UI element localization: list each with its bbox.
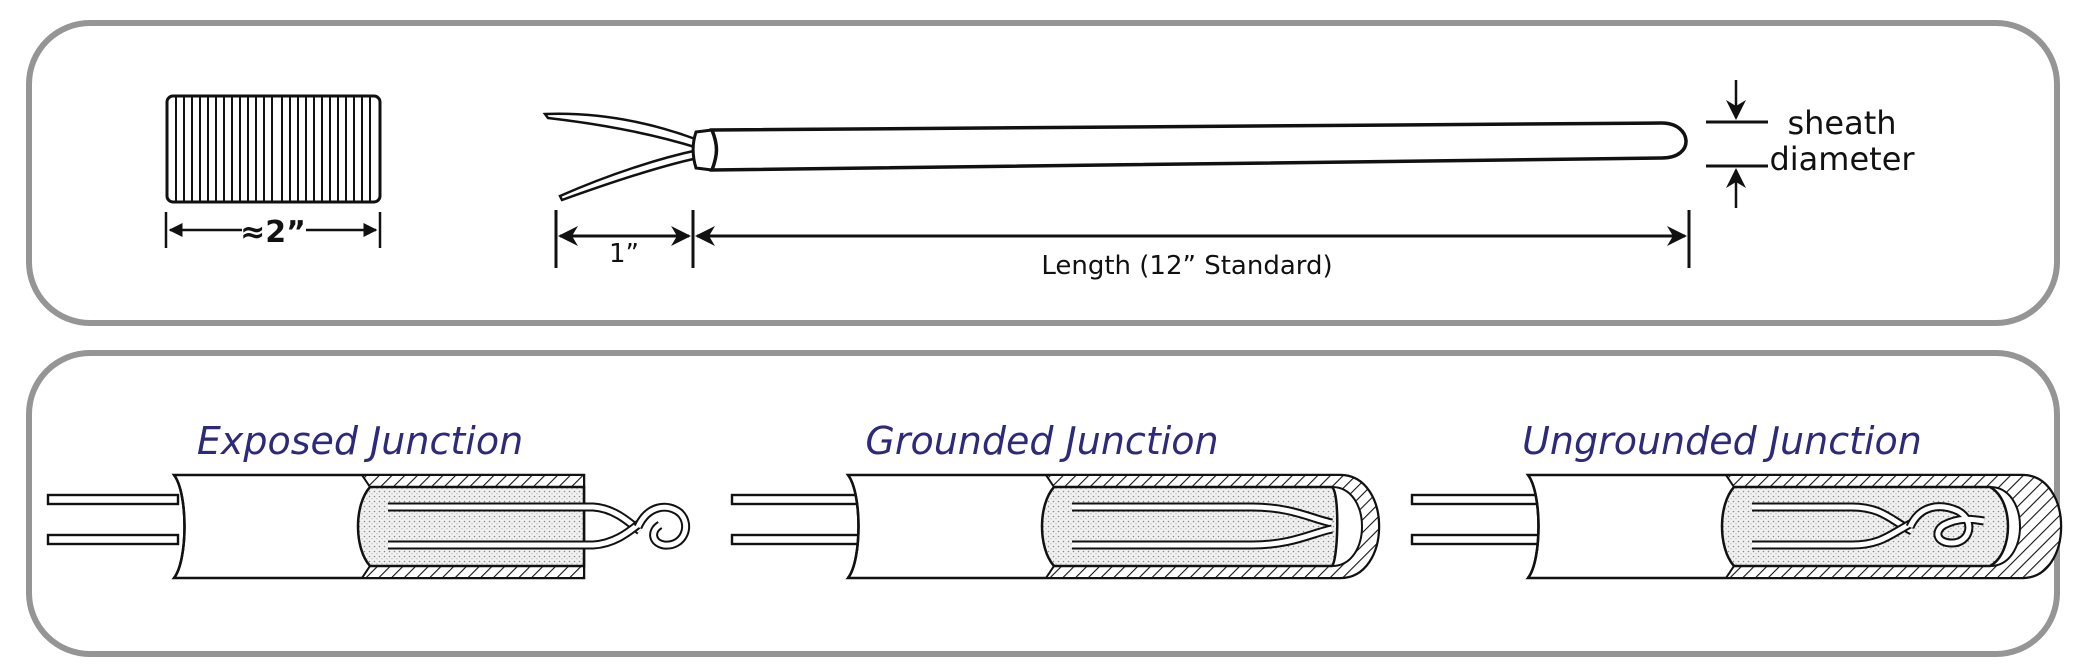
probe-dimension-lines: 1” Length (12” Standard): [554, 210, 1691, 281]
probe-length-label: Length (12” Standard): [1041, 251, 1332, 281]
nipple-width-dimension: ≈2”: [164, 212, 382, 250]
junction-exposed: Exposed Junction: [46, 419, 690, 580]
sheath-diameter-dimension: sheath diameter: [1706, 80, 1915, 208]
junction-title: Grounded Junction: [865, 419, 1218, 463]
sheath-label-line1: sheath: [1787, 104, 1896, 142]
thermocouple-probe: [542, 112, 1688, 202]
sheath-label-line2: diameter: [1769, 140, 1915, 178]
nipple-width-label: ≈2”: [240, 215, 306, 250]
junction-title: Ungrounded Junction: [1522, 419, 1922, 463]
lead-length-label: 1”: [609, 239, 639, 269]
junction-ungrounded: Ungrounded Junction: [1410, 419, 2063, 580]
junction-grounded: Grounded Junction: [730, 419, 1381, 580]
pipe-nipple-fitting: [165, 94, 382, 204]
junction-title: Exposed Junction: [197, 419, 523, 463]
